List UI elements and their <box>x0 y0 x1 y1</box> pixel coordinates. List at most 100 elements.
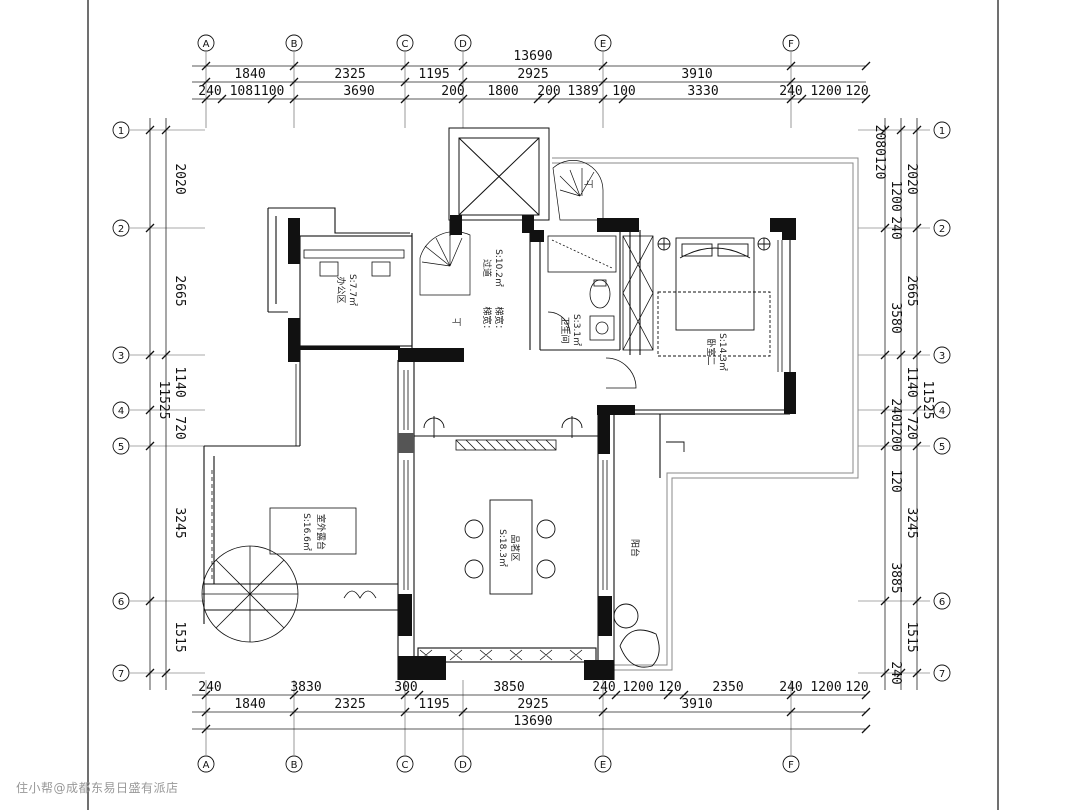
bed <box>657 237 771 357</box>
tea-room-label: 品茗区 <box>509 534 520 561</box>
dim-right-5: 3245 <box>904 507 919 538</box>
bath-area-label: S:3.1㎡ <box>571 314 582 346</box>
axis-label-c-top: C <box>402 39 409 50</box>
axis-label-3-left: 3 <box>118 351 124 362</box>
axis-label-5-left: 5 <box>118 442 124 453</box>
office-area-label: S:7.7㎡ <box>347 274 358 306</box>
stair-note-2: 梯宽： <box>493 306 505 333</box>
corridor-area-label: S:10.2㎡ <box>493 249 504 287</box>
dim-right-2: 2665 <box>904 275 919 306</box>
sheet-frame <box>87 0 999 810</box>
dim-bottom2-4: 2925 <box>517 697 548 712</box>
dim-right-1: 2020 <box>904 163 919 194</box>
dim-top2-3: 3690 <box>343 84 374 99</box>
dim-bottom2-1: 1840 <box>234 697 265 712</box>
bottom-dimensions: 240 3830 300 3850 240 1200 120 2350 240 … <box>198 680 868 729</box>
elevator-shaft <box>448 127 550 221</box>
dim-right-6: 1515 <box>904 621 919 652</box>
up-label-2: 上 <box>452 317 463 326</box>
axis-label-3-right: 3 <box>939 351 945 362</box>
axis-label-f-top: F <box>788 39 794 50</box>
dim-left-5: 3245 <box>172 507 187 538</box>
axis-label-7-left: 7 <box>118 669 124 680</box>
axis-label-2-left: 2 <box>118 224 124 235</box>
dim-top-3: 1195 <box>418 67 449 82</box>
dim-right2-1: 1200 <box>888 180 903 211</box>
wardrobe <box>622 235 654 351</box>
axis-label-b-top: B <box>291 39 298 50</box>
dim-bottom-10: 1200 <box>810 680 841 695</box>
right-dimensions: 2080120 1200 240 3580 240 1200 120 3885 … <box>872 125 935 685</box>
dim-right2-8: 240 <box>888 661 903 684</box>
dim-right2-7: 3885 <box>888 562 903 593</box>
dim-bottom-2: 3830 <box>290 680 321 695</box>
dimension-lines <box>149 65 918 730</box>
axis-label-d-bottom: D <box>459 760 467 771</box>
dim-top2-9: 3330 <box>687 84 718 99</box>
stair-note-1: 梯宽： <box>481 306 493 333</box>
dim-top-4: 2925 <box>517 67 548 82</box>
corridor-label: 过道 <box>481 259 493 277</box>
dim-bottom-1: 240 <box>198 680 221 695</box>
axis-label-6-left: 6 <box>118 597 124 608</box>
dim-right2-6: 120 <box>888 469 903 492</box>
dim-right2-4: 240 <box>888 398 903 421</box>
axis-label-4-right: 4 <box>939 406 945 417</box>
axis-label-6-right: 6 <box>939 597 945 608</box>
balcony-label: 阳台 <box>629 539 641 557</box>
dim-top2-2: 1081100 <box>230 84 285 99</box>
dim-bottom-6: 1200 <box>622 680 653 695</box>
dim-right-4: 720 <box>904 416 919 439</box>
axis-label-a-bottom: A <box>203 760 210 771</box>
dim-left-6: 1515 <box>172 621 187 652</box>
bedroom-area-label: S:14.3㎡ <box>717 333 728 371</box>
office-label: 办公区 <box>335 276 347 303</box>
dim-top-5: 3910 <box>681 67 712 82</box>
axis-label-a-top: A <box>203 39 210 50</box>
tea-room-furniture <box>423 416 583 595</box>
axis-labels: A B C D E F A B C D E F 1 2 3 4 5 6 7 1 … <box>118 39 945 771</box>
dim-bottom-5: 240 <box>592 680 615 695</box>
dim-right-combined: 11525 <box>920 380 935 419</box>
dim-bottom2-3: 1195 <box>418 697 449 712</box>
dimension-ticks <box>145 61 922 734</box>
dim-top-2: 2325 <box>334 67 365 82</box>
axis-bubbles <box>112 34 951 773</box>
dim-right-3: 1140 <box>904 366 919 397</box>
dim-top2-8: 100 <box>612 84 635 99</box>
dim-left-2: 2665 <box>172 275 187 306</box>
dim-bottom2-2: 2325 <box>334 697 365 712</box>
axis-label-e-top: E <box>600 39 606 50</box>
bedroom-label: 卧室二 <box>705 338 717 365</box>
dim-bottom2-5: 3910 <box>681 697 712 712</box>
dim-right2-2: 240 <box>888 216 903 239</box>
walls <box>203 207 791 680</box>
dim-top2-11: 1200 <box>810 84 841 99</box>
axis-label-7-right: 7 <box>939 669 945 680</box>
axis-label-f-bottom: F <box>788 760 794 771</box>
tea-room-area-label: S:18.3㎡ <box>497 529 508 567</box>
dim-top2-6: 200 <box>537 84 560 99</box>
room-labels: 办公区 S:7.7㎡ 过道 S:10.2㎡ 梯宽： 梯宽： 卫生间 S:3.1㎡… <box>301 179 728 566</box>
dim-top2-1: 240 <box>198 84 221 99</box>
dim-top-1: 1840 <box>234 67 265 82</box>
balcony-chair <box>613 441 685 668</box>
window-strips <box>295 240 783 661</box>
grid-lines <box>130 52 930 755</box>
axis-label-1-right: 1 <box>939 126 945 137</box>
axis-label-c-bottom: C <box>402 760 409 771</box>
dim-top-overall: 13690 <box>513 49 552 64</box>
dim-bottom-4: 3850 <box>493 680 524 695</box>
dim-top2-10: 240 <box>779 84 802 99</box>
left-dimensions: 2020 2665 1140 720 3245 1515 11525 <box>156 163 187 652</box>
bath-label: 卫生间 <box>559 316 571 343</box>
axis-label-4-left: 4 <box>118 406 124 417</box>
axis-label-d-top: D <box>459 39 467 50</box>
dim-bottom-7: 120 <box>658 680 681 695</box>
terrace-label: 室外露台 <box>315 514 327 550</box>
dim-top2-4: 200 <box>441 84 464 99</box>
axis-label-2-right: 2 <box>939 224 945 235</box>
terrace-furniture <box>201 470 377 643</box>
dim-left-1: 2020 <box>172 163 187 194</box>
